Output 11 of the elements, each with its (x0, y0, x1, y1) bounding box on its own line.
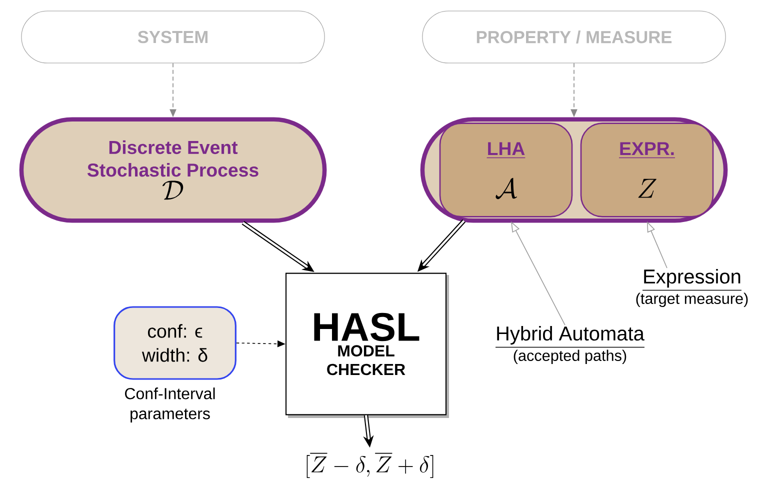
annotation-text: Expression (target measure) (636, 268, 748, 308)
result-formula: $[\overline{Z}-\delta, \overline{Z}+\delta]$ (306, 453, 434, 478)
parameter-box: conf: ϵ width: δ (114, 306, 236, 380)
process-pill: Discrete Event Stochastic Process $\mathcal{D}$ (19, 117, 327, 223)
checker-box: HASL MODEL CHECKER (285, 272, 447, 416)
annotation-text: Hybrid Automata (accepted paths) (495, 326, 645, 364)
caption-text: Conf-Interval parameters (125, 388, 215, 422)
component-box: LHA $\mathcal{A}$ (439, 122, 573, 218)
title-pill: PROPERTY / MEASURE (422, 10, 726, 64)
component-box: EXPR. $Z$ (580, 122, 714, 218)
title-pill: SYSTEM (21, 10, 325, 64)
